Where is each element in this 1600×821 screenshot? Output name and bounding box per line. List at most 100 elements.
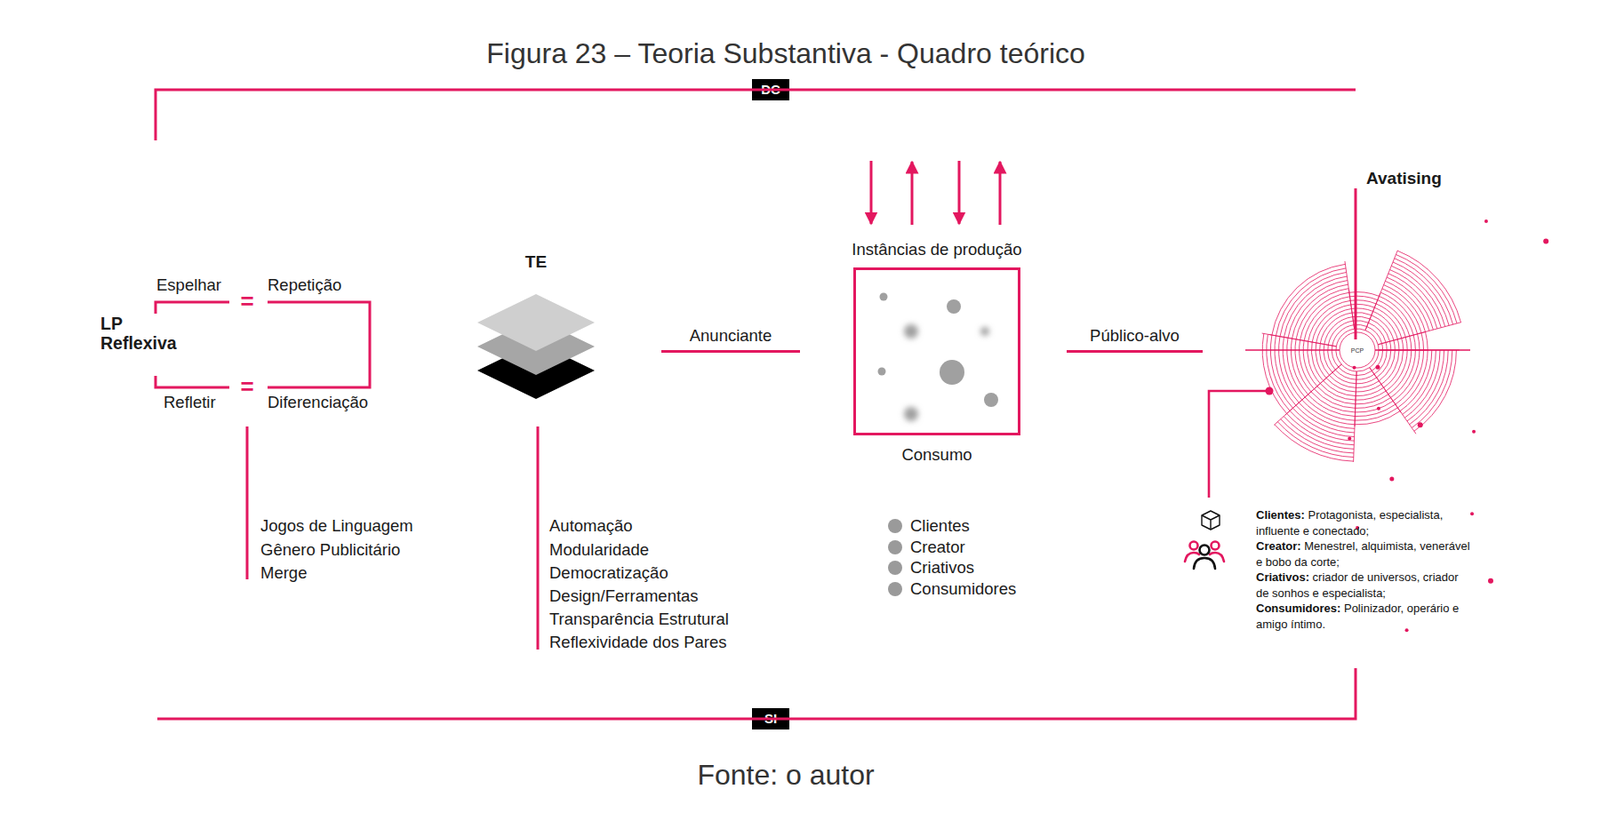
text-label: Modularidade	[549, 540, 649, 560]
bracket-line	[155, 302, 230, 314]
data-point	[1470, 512, 1474, 516]
data-point	[1543, 239, 1549, 245]
sector-arc	[1262, 333, 1343, 416]
persona-heading: Consumidores:	[1256, 601, 1341, 616]
data-point	[1484, 219, 1488, 224]
flow-arrow	[870, 160, 873, 224]
flow-arrow	[911, 161, 914, 225]
persona-heading: Creator:	[1256, 539, 1302, 553]
particle	[904, 407, 919, 422]
connector-label: Anunciante	[689, 325, 773, 345]
persona-entry: Criativos:criador de universos, criador …	[1256, 569, 1474, 601]
data-point	[1352, 366, 1357, 370]
text-label: Democratização	[549, 563, 669, 584]
particle	[880, 293, 888, 302]
label-badge: SI	[752, 708, 790, 730]
data-point	[1405, 628, 1409, 632]
node-text: Instâncias de produção	[851, 240, 1022, 260]
particle	[946, 299, 961, 314]
node-text: TE	[525, 252, 547, 272]
text-label: Merge	[260, 563, 307, 584]
legend-swatch	[888, 540, 903, 555]
sector-arc	[1365, 250, 1462, 345]
text-label: Refletir	[163, 392, 216, 413]
persona-heading: Clientes:	[1256, 508, 1305, 522]
legend-text: Creator	[910, 537, 966, 558]
legend-text: Criativos	[910, 558, 975, 578]
bracket-line	[155, 376, 230, 388]
node-text: Consumo	[901, 445, 972, 465]
text-label: LP Reflexiva	[100, 314, 190, 354]
consumption-box: Instâncias de produçãoConsumo	[853, 267, 1021, 436]
sector-arc	[1354, 368, 1401, 427]
sector-arc	[1269, 261, 1355, 347]
node-text: DC	[752, 79, 790, 101]
stack-layer	[477, 294, 595, 352]
radial-chart-node: AvatisingPCP	[1240, 232, 1475, 468]
node-text: PCP	[1351, 347, 1364, 354]
connector-line	[1066, 350, 1203, 353]
connector-line	[661, 350, 800, 353]
persona-notes: Clientes:Protagonista, especialista, inf…	[1256, 507, 1474, 632]
cube-icon	[1201, 511, 1220, 530]
particle	[984, 392, 999, 408]
label-badge: DC	[752, 79, 790, 101]
data-point	[1375, 365, 1380, 370]
data-point	[1417, 422, 1424, 428]
layer-stack	[477, 250, 595, 404]
text-label: Reflexividade dos Pares	[549, 632, 728, 653]
people-icon	[1184, 542, 1224, 570]
legend-swatch	[888, 519, 903, 534]
equals-sign: =	[240, 289, 254, 313]
data-point	[1376, 407, 1381, 411]
legend-swatch	[888, 560, 903, 576]
leader-line	[1208, 391, 1270, 498]
text-label: Gênero Publicitário	[260, 540, 400, 560]
node-text: SI	[752, 708, 790, 730]
text-label: Espelhar	[156, 275, 222, 296]
particle	[878, 368, 887, 376]
data-point	[1488, 578, 1494, 584]
particle	[939, 360, 965, 385]
sector-arc	[1348, 289, 1380, 331]
persona-entry: Consumidores:Polinizador, operário e ami…	[1256, 600, 1474, 632]
legend-text: Clientes	[910, 516, 970, 536]
text-label: Diferenciação	[267, 392, 368, 413]
flow-arrow	[958, 160, 961, 224]
sector-arc	[1369, 350, 1460, 434]
text-label: Design/Ferramentas	[549, 586, 699, 607]
data-point	[1472, 430, 1476, 434]
legend-text: Consumidores	[910, 579, 1016, 600]
flow-arrow	[999, 161, 1002, 225]
connector-label: Público-alvo	[1089, 325, 1180, 345]
node-text: Avatising	[1366, 168, 1442, 189]
persona-heading: Criativos:	[1256, 570, 1310, 584]
figure-caption: Fonte: o autor	[696, 759, 874, 792]
leader-dot	[1265, 387, 1274, 396]
legend-swatch	[888, 582, 903, 597]
list-line	[536, 426, 540, 650]
persona-entry: Clientes:Protagonista, especialista, inf…	[1256, 507, 1474, 539]
particle	[980, 327, 990, 336]
sector-arc	[1377, 331, 1429, 351]
axis-line	[1245, 349, 1471, 351]
center-hole	[1339, 332, 1376, 368]
persona-entry: Creator:Menestrel, alquimista, venerável…	[1256, 538, 1474, 570]
particle-field	[856, 270, 1024, 439]
layer-stack-node: TE	[477, 250, 595, 404]
bracket-line	[267, 302, 370, 388]
text-label: Transparência Estrutural	[549, 609, 729, 630]
text-label: Repetição	[267, 275, 342, 296]
data-point	[1389, 476, 1394, 481]
text-label: Jogos de Linguagem	[260, 516, 414, 536]
sector-arcs	[1262, 250, 1462, 463]
figure-title: Figura 23 – Teoria Substantiva - Quadro …	[486, 37, 1086, 71]
equals-sign: =	[240, 375, 254, 399]
data-point	[1347, 437, 1352, 441]
text-label: Automação	[549, 516, 633, 536]
list-line	[246, 426, 249, 580]
particle	[904, 324, 919, 339]
